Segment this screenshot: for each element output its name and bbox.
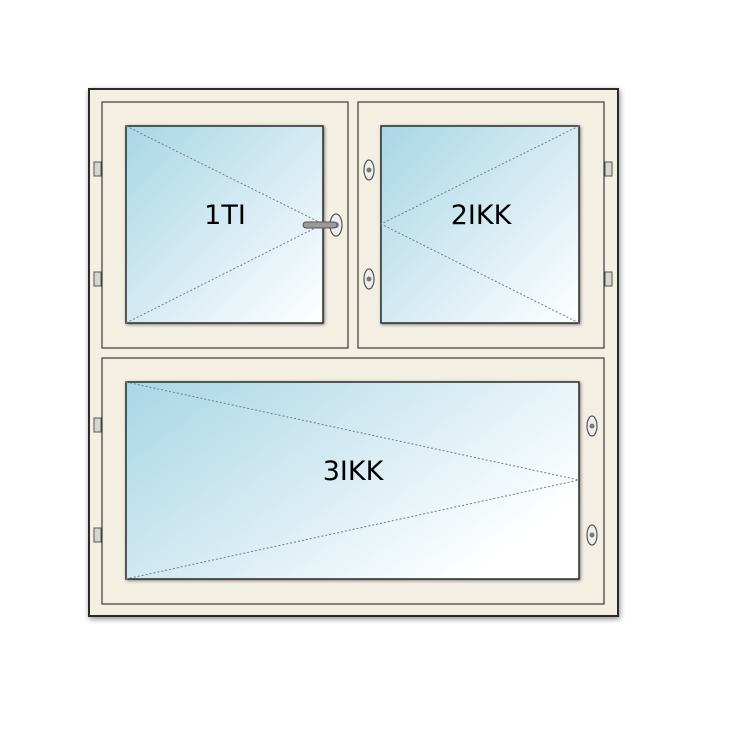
lock-knob-icon (363, 159, 375, 181)
hinge-icon (604, 161, 613, 177)
glass-pane (125, 125, 324, 324)
lock-knob-icon (586, 524, 598, 546)
opening-line (125, 223, 324, 324)
hinge-icon (93, 161, 102, 177)
opening-line (380, 125, 580, 225)
sash-label: 1TI (204, 200, 246, 231)
sash-3: 3IKK (101, 357, 605, 605)
sash-2: 2IKK (357, 101, 605, 349)
hinge-icon (93, 417, 102, 433)
lock-knob-icon (586, 415, 598, 437)
opening-line (125, 125, 324, 225)
lock-knob-icon (363, 268, 375, 290)
opening-line (380, 223, 580, 324)
handle-icon (302, 213, 343, 237)
sash-label: 2IKK (451, 200, 513, 231)
hinge-icon (93, 527, 102, 543)
hinge-icon (93, 271, 102, 287)
sash-1: 1TI (101, 101, 349, 349)
opening-line (125, 381, 580, 481)
sash-label: 3IKK (323, 456, 385, 487)
glass-pane (125, 381, 580, 580)
opening-line (125, 479, 580, 580)
hinge-icon (604, 271, 613, 287)
